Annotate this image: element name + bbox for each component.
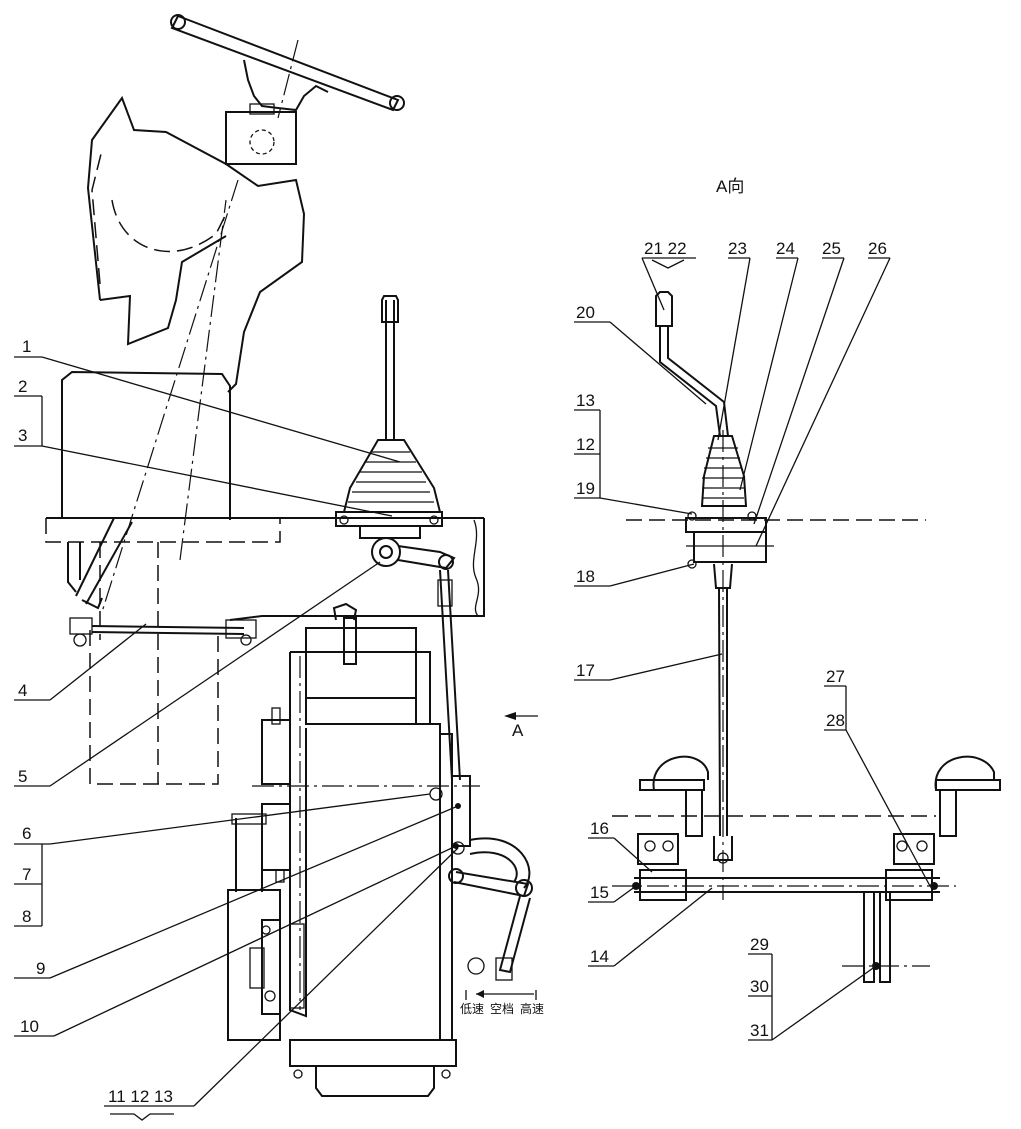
transfer-case-base	[289, 1039, 457, 1097]
callout-15: 15	[590, 883, 609, 902]
callout-19: 19	[576, 479, 595, 498]
callout-7: 7	[22, 865, 31, 884]
shift-rod	[437, 569, 461, 781]
callout-28: 28	[826, 711, 845, 730]
a-view-mounts	[612, 755, 1001, 865]
a-view-cross-shaft	[612, 869, 956, 983]
column-tube	[69, 517, 257, 647]
callout-labels: 1 2 3 4 5 6 7 8 9 10 11 12 13 21 22 23 2…	[18, 177, 887, 1106]
callout-18: 18	[576, 567, 595, 586]
callout-24: 24	[776, 239, 795, 258]
callout-20: 20	[576, 303, 595, 322]
callout-3: 3	[18, 426, 27, 445]
callout-29: 29	[750, 935, 769, 954]
a-view-lever	[655, 291, 774, 900]
callout-26: 26	[868, 239, 887, 258]
callout-25: 25	[822, 239, 841, 258]
callout-12b: 12	[576, 435, 595, 454]
steering-wheel	[170, 14, 405, 119]
leader-lines	[14, 257, 931, 1121]
shift-linkage	[429, 775, 533, 981]
callout-6: 6	[22, 824, 31, 843]
steering-column-housing	[86, 95, 306, 613]
gear-high-label: 高速	[520, 1001, 544, 1016]
view-a-title: A向	[716, 177, 744, 196]
cab-floor	[45, 370, 485, 785]
view-arrow-label: A	[512, 721, 524, 740]
callout-9: 9	[36, 959, 45, 978]
callout-31: 31	[750, 1021, 769, 1040]
callout-1: 1	[22, 337, 31, 356]
callout-17: 17	[576, 661, 595, 680]
shift-gate-indicator	[465, 990, 537, 1000]
callout-5: 5	[18, 767, 27, 786]
callout-14: 14	[590, 947, 609, 966]
gear-low-label: 低速	[460, 1002, 484, 1016]
callout-10: 10	[20, 1017, 39, 1036]
callout-16: 16	[590, 819, 609, 838]
callout-8: 8	[22, 907, 31, 926]
callout-11-12-13: 11 12 13	[108, 1087, 173, 1106]
callout-23: 23	[728, 239, 747, 258]
shift-lever-boot	[335, 295, 456, 570]
view-direction-arrow	[504, 712, 538, 720]
callout-4: 4	[18, 681, 27, 700]
gear-neutral-label: 空档	[490, 1002, 514, 1016]
callout-13b: 13	[576, 391, 595, 410]
callout-21-22: 21 22	[644, 239, 687, 258]
pto-housing	[227, 813, 305, 1041]
callout-30: 30	[750, 977, 769, 996]
callout-27: 27	[826, 667, 845, 686]
callout-2: 2	[18, 377, 27, 396]
